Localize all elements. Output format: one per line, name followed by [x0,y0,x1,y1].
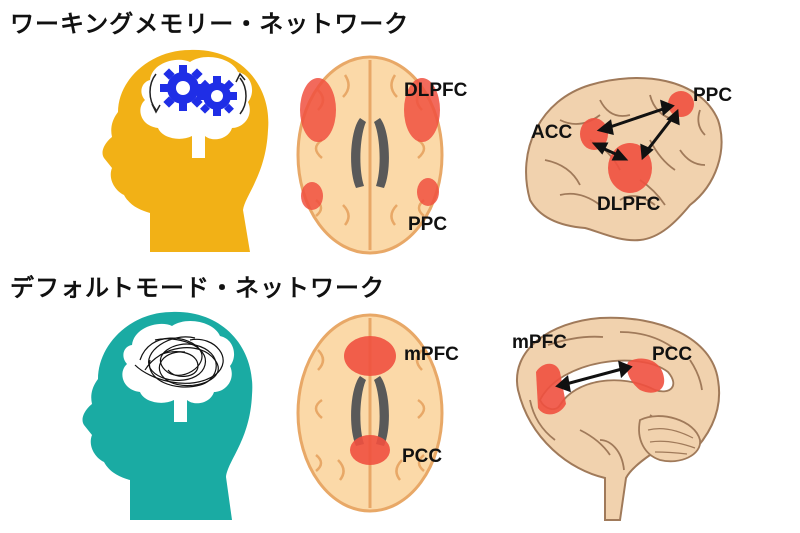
connection-arrow [555,360,633,393]
lateral-label-acc: ACC [531,122,572,143]
ppc-region-lateral [668,91,694,117]
axial-label-dlpfc: DLPFC [404,80,468,101]
connection-arrows [591,99,680,161]
axial-label-ppc: PPC [408,214,447,235]
working-memory-network-title: ワーキングメモリー・ネットワーク [10,10,410,38]
mpfc-region-axial [344,336,396,376]
head-with-gears-icon [102,49,269,252]
medial-label-pcc: PCC [652,344,692,365]
axial-label-pcc: PCC [402,446,442,467]
ppc-region-left [301,182,323,210]
axial-brain-top [296,55,444,255]
pcc-region-axial [350,435,390,465]
default-mode-network-title: デフォルトモード・ネットワーク [10,274,385,302]
dlpfc-region-left [300,78,336,142]
lateral-label-ppc: PPC [693,85,732,106]
axial-label-mpfc: mPFC [404,344,459,365]
pcc-region-medial [626,358,665,393]
medial-brain [515,316,721,521]
axial-brain-bottom [296,313,444,513]
gear-icon [197,76,237,116]
head-with-tangled-thoughts-icon [82,311,253,520]
tangled-lines [134,336,224,388]
lateral-brain [525,77,723,242]
medial-label-mpfc: mPFC [512,332,567,353]
mpfc-region-medial [536,363,566,415]
lateral-label-dlpfc: DLPFC [597,194,661,215]
gear-icon [160,65,206,111]
dlpfc-region-right [404,78,440,142]
ppc-region-right [417,178,439,206]
acc-region-lateral [580,118,608,150]
